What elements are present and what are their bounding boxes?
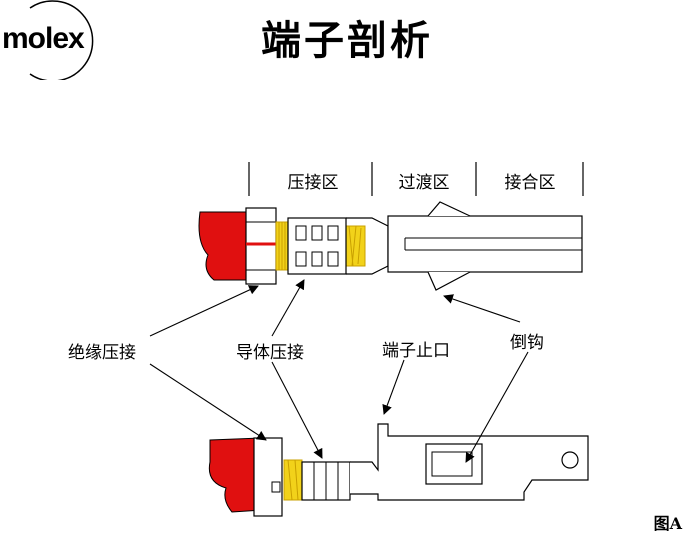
conductor-strands-side: [283, 459, 303, 501]
logo-arc: [29, 0, 94, 80]
page-title: 端子剖析: [261, 17, 433, 64]
figure-label: 图A: [653, 514, 682, 533]
wire-insulation-top: [198, 211, 253, 281]
insulation-crimp-band-side: [253, 437, 283, 517]
mounting-hole-side: [561, 451, 579, 469]
terminal-side-view: [208, 423, 589, 517]
wire-insulation-side: [208, 437, 263, 513]
mating-body-top: [387, 215, 583, 273]
callout-conductor-crimp: 导体压接: [236, 343, 304, 363]
zone-transition-label: 过渡区: [398, 173, 450, 193]
callout-barb: 倒钩: [510, 333, 544, 353]
insulation-crimp-band-top: [245, 207, 277, 285]
barb-top-lower: [427, 271, 471, 291]
callout-terminal-stop: 端子止口: [382, 341, 450, 361]
barb-top-upper: [427, 201, 471, 217]
terminal-top-view: [198, 201, 583, 291]
conductor-strands-top: [275, 221, 366, 271]
callout-arrows: [149, 279, 529, 463]
zone-dividers: [248, 162, 584, 196]
molex-logo: molex: [0, 0, 110, 80]
logo-text: molex: [2, 22, 85, 55]
zone-crimp-label: 压接区: [287, 173, 339, 193]
zone-mating-label: 接合区: [504, 173, 556, 193]
callout-insulation-crimp: 绝缘压接: [68, 343, 136, 363]
